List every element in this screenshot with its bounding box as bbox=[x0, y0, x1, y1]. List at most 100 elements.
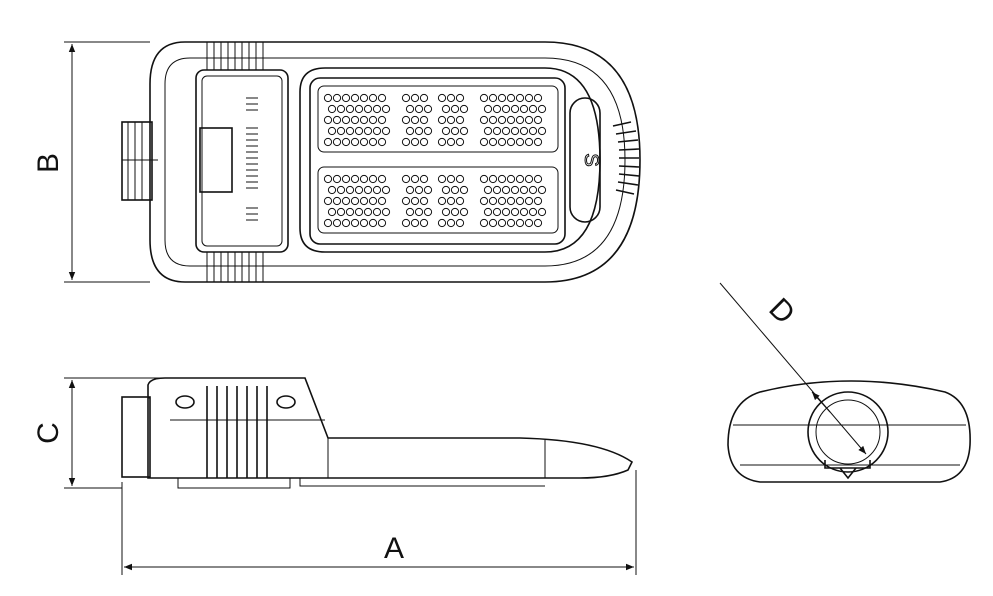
led bbox=[381, 207, 391, 217]
led bbox=[363, 104, 373, 114]
led bbox=[497, 137, 507, 147]
led bbox=[455, 196, 465, 206]
led bbox=[479, 93, 489, 103]
led bbox=[537, 207, 547, 217]
led bbox=[368, 93, 378, 103]
led bbox=[377, 196, 387, 206]
led bbox=[515, 93, 525, 103]
led-module-1 bbox=[317, 85, 559, 153]
led bbox=[497, 218, 507, 228]
led bbox=[423, 185, 433, 195]
led bbox=[455, 174, 465, 184]
led bbox=[327, 185, 337, 195]
led bbox=[405, 104, 415, 114]
led bbox=[479, 174, 489, 184]
led bbox=[419, 174, 429, 184]
led bbox=[350, 218, 360, 228]
led bbox=[483, 126, 493, 136]
led bbox=[506, 218, 516, 228]
dimension-b: B bbox=[32, 41, 150, 283]
led bbox=[423, 104, 433, 114]
led bbox=[345, 104, 355, 114]
led bbox=[381, 185, 391, 195]
led bbox=[437, 196, 447, 206]
led bbox=[377, 93, 387, 103]
led bbox=[336, 104, 346, 114]
led bbox=[359, 115, 369, 125]
led bbox=[488, 174, 498, 184]
led bbox=[528, 207, 538, 217]
led bbox=[488, 115, 498, 125]
led bbox=[437, 137, 447, 147]
led bbox=[533, 93, 543, 103]
led bbox=[332, 196, 342, 206]
led bbox=[524, 93, 534, 103]
led bbox=[492, 185, 502, 195]
led bbox=[323, 174, 333, 184]
led bbox=[537, 185, 547, 195]
led bbox=[515, 137, 525, 147]
led bbox=[405, 207, 415, 217]
led-array bbox=[323, 93, 547, 228]
led bbox=[419, 196, 429, 206]
led bbox=[506, 93, 516, 103]
led bbox=[419, 137, 429, 147]
led bbox=[437, 174, 447, 184]
dimension-label-b: B bbox=[32, 153, 65, 173]
led bbox=[410, 218, 420, 228]
led bbox=[359, 137, 369, 147]
led bbox=[524, 196, 534, 206]
led bbox=[479, 218, 489, 228]
led bbox=[341, 174, 351, 184]
led bbox=[515, 115, 525, 125]
led bbox=[519, 104, 529, 114]
led bbox=[414, 104, 424, 114]
led bbox=[441, 126, 451, 136]
led bbox=[336, 207, 346, 217]
led bbox=[524, 218, 534, 228]
led bbox=[497, 93, 507, 103]
led bbox=[323, 218, 333, 228]
led bbox=[483, 207, 493, 217]
led bbox=[401, 93, 411, 103]
led bbox=[533, 196, 543, 206]
led bbox=[455, 218, 465, 228]
led bbox=[455, 93, 465, 103]
led bbox=[492, 126, 502, 136]
led bbox=[528, 104, 538, 114]
led bbox=[350, 174, 360, 184]
led bbox=[506, 196, 516, 206]
led bbox=[537, 126, 547, 136]
led bbox=[528, 126, 538, 136]
led bbox=[423, 126, 433, 136]
led bbox=[459, 185, 469, 195]
led bbox=[419, 93, 429, 103]
led bbox=[323, 93, 333, 103]
led bbox=[401, 174, 411, 184]
led bbox=[501, 207, 511, 217]
led bbox=[479, 196, 489, 206]
led bbox=[405, 185, 415, 195]
led bbox=[515, 174, 525, 184]
led bbox=[359, 196, 369, 206]
led bbox=[524, 137, 534, 147]
led bbox=[488, 93, 498, 103]
led bbox=[492, 207, 502, 217]
led bbox=[501, 126, 511, 136]
led bbox=[341, 196, 351, 206]
led bbox=[401, 196, 411, 206]
led bbox=[437, 115, 447, 125]
led bbox=[354, 185, 364, 195]
led bbox=[377, 115, 387, 125]
dimension-a: A bbox=[121, 470, 637, 575]
led bbox=[363, 185, 373, 195]
fins-top bbox=[206, 42, 264, 282]
led bbox=[327, 207, 337, 217]
led bbox=[368, 115, 378, 125]
led bbox=[368, 174, 378, 184]
led bbox=[450, 104, 460, 114]
led bbox=[350, 93, 360, 103]
led bbox=[519, 207, 529, 217]
fins-end bbox=[612, 121, 640, 195]
